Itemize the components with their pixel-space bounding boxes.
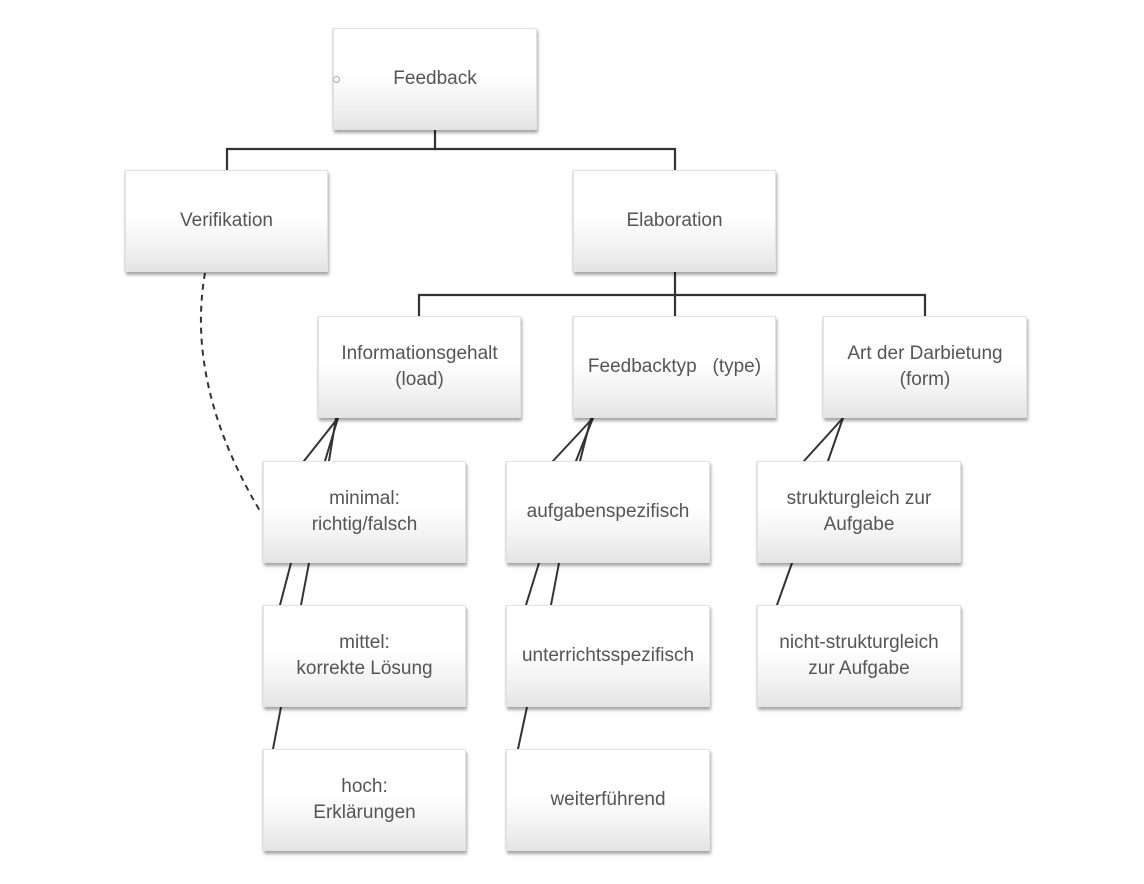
edge-feedbacktyp-aufgabenspezifisch: [552, 417, 594, 462]
connector-handle-icon: [333, 76, 340, 83]
node-feedback-label: Feedback: [393, 68, 477, 89]
edge-informationsgehalt-mittel-b: [328, 417, 337, 462]
node-aufgabenspezifisch: aufgabenspezifisch: [506, 461, 710, 563]
node-strukturgleich: strukturgleich zur Aufgabe: [757, 461, 961, 563]
node-hoch-label: hoch: Erklärungen: [313, 776, 416, 823]
node-mittel: mittel: korrekte Lösung: [263, 605, 466, 707]
edge-unterrichtsspezifisch-weiterfuehrend: [517, 706, 528, 750]
node-informationsgehalt-label: Informationsgehalt (load): [341, 343, 498, 390]
edge-strukturgleich-nicht-strukturgleich: [776, 562, 793, 606]
edge-elaboration-informationsgehalt: [417, 270, 677, 318]
node-feedbacktyp: Feedbacktyp (type): [573, 316, 776, 418]
edge-feedback-elaboration: [433, 147, 677, 172]
edge-minimal-mittel-b: [300, 562, 310, 606]
node-mittel-label: mittel: korrekte Lösung: [296, 632, 433, 679]
edge-mittel-hoch: [272, 706, 282, 750]
node-weiterfuehrend-label: weiterführend: [550, 789, 666, 810]
node-elaboration-label: Elaboration: [626, 210, 723, 231]
node-verifikation-label: Verifikation: [180, 210, 273, 231]
node-darbietung: Art der Darbietung (form): [823, 316, 1027, 418]
node-verifikation: Verifikation: [125, 170, 328, 272]
node-minimal-label: minimal: richtig/falsch: [311, 488, 418, 535]
node-hoch: hoch: Erklärungen: [263, 749, 466, 851]
node-weiterfuehrend: weiterführend: [506, 749, 710, 851]
edge-aufgabenspezifisch-unterrichtsspezifisch: [525, 562, 540, 606]
node-unterrichtsspezifisch: unterrichtsspezifisch: [506, 605, 710, 707]
edge-feedbacktyp-unterrichtsspezifisch-b: [579, 417, 592, 462]
edge-verifikation-minimal-dashed: [199, 272, 261, 512]
node-feedbacktyp-label: Feedbacktyp (type): [587, 356, 762, 377]
edge-informationsgehalt-minimal: [303, 417, 339, 462]
node-minimal: minimal: richtig/falsch: [263, 461, 466, 563]
edge-elaboration-darbietung: [673, 293, 927, 318]
edge-minimal-mittel: [279, 562, 292, 606]
node-darbietung-label: Art der Darbietung (form): [847, 343, 1003, 390]
node-elaboration: Elaboration: [573, 170, 776, 272]
edge-feedback-verifikation: [225, 128, 437, 172]
node-strukturgleich-label: strukturgleich zur Aufgabe: [786, 488, 932, 535]
node-informationsgehalt: Informationsgehalt (load): [318, 316, 521, 418]
node-unterrichtsspezifisch-label: unterrichtsspezifisch: [521, 645, 695, 666]
edge-darbietung-strukturgleich: [803, 417, 844, 462]
edge-aufgabenspezifisch-unterrichtsspezifisch-b: [550, 562, 560, 606]
node-nicht-strukturgleich-label: nicht-strukturgleich zur Aufgabe: [779, 632, 939, 679]
node-aufgabenspezifisch-label: aufgabenspezifisch: [526, 501, 690, 522]
node-nicht-strukturgleich: nicht-strukturgleich zur Aufgabe: [757, 605, 961, 707]
edge-darbietung-strukturgleich-b: [827, 417, 844, 462]
node-feedback: Feedback: [333, 28, 537, 130]
